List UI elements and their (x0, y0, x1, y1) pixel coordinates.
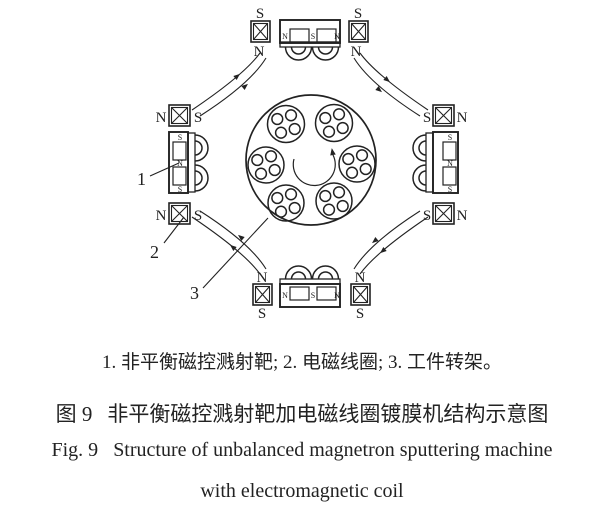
workpiece-holder (247, 146, 285, 184)
magnetron-target-right (412, 131, 459, 194)
pole-label: N (457, 110, 468, 126)
magnet-label: N (447, 159, 453, 168)
field-line-top-right (353, 52, 429, 117)
workpiece-holders (247, 103, 376, 222)
field-line-top-left (191, 52, 267, 117)
workpiece-holder (338, 145, 376, 183)
sputtering-machine-diagram: S N S N N S S N N S S N N S N S N S N N … (137, 6, 468, 322)
pole-label: N (351, 44, 362, 60)
figure-number-en: Fig. 9 (51, 439, 99, 461)
callout-numbers: 1 2 3 (137, 169, 199, 303)
magnetron-target-top (279, 19, 341, 61)
target-magnet-labels: N S N N S N S N S S N S (177, 32, 453, 300)
pole-label: N (355, 270, 366, 286)
coil-bottom-left (252, 283, 273, 306)
workpiece-holder (315, 182, 353, 220)
pole-label: S (194, 110, 202, 126)
magnet-label: S (311, 291, 315, 300)
coil-right-top (432, 104, 455, 127)
figure-number-zh: 图 9 (55, 402, 93, 426)
coil-bottom-right (350, 283, 371, 306)
magnet-label: N (334, 291, 340, 300)
figure-caption-zh: 图 9 非平衡磁控溅射靶加电磁线圈镀膜机结构示意图 (0, 398, 604, 428)
magnet-label: N (282, 32, 288, 41)
leader-holder (202, 217, 269, 289)
magnet-label: S (448, 133, 452, 142)
figure-title-zh: 非平衡磁控溅射靶加电磁线圈镀膜机结构示意图 (107, 402, 549, 426)
leader-target (149, 162, 180, 177)
coil-top-right (348, 20, 369, 43)
workpiece-holder (267, 184, 305, 222)
figure-caption-en: Fig. 9 Structure of unbalanced magnetron … (0, 439, 604, 462)
pole-label: N (156, 208, 167, 224)
coil-left-top (168, 104, 191, 127)
coil-pole-labels: S N S N N S S N N S S N N S N S (156, 6, 468, 322)
pole-label: N (457, 208, 468, 224)
magnet-label: S (311, 32, 315, 41)
magnet-label: N (177, 159, 183, 168)
callout-leaders (149, 162, 269, 289)
magnet-label: N (334, 32, 340, 41)
pole-label: N (156, 110, 167, 126)
figure-caption-en-cont: with electromagnetic coil (200, 480, 404, 502)
coil-left-bottom (168, 202, 191, 225)
leader-coil (163, 216, 185, 244)
magnet-label: S (178, 185, 182, 194)
workpiece-holder (314, 103, 354, 143)
magnet-label: S (178, 133, 182, 142)
magnet-label: N (282, 291, 288, 300)
magnetron-target-bottom (279, 265, 341, 308)
pole-label: S (256, 6, 264, 22)
pole-label: S (354, 6, 362, 22)
magnetron-target-left (168, 131, 209, 194)
vacuum-chamber-circle (245, 94, 377, 226)
figure-legend: 1. 非平衡磁控溅射靶; 2. 电磁线圈; 3. 工件转架。 (101, 352, 503, 373)
pole-label: S (423, 110, 431, 126)
rotation-arrow (292, 148, 336, 187)
field-lines (191, 52, 429, 275)
pole-label: S (356, 306, 364, 322)
coil-right-bottom (432, 202, 455, 225)
coil-top-left (250, 20, 271, 43)
callout-1: 1 (137, 169, 146, 189)
callout-2: 2 (150, 242, 159, 262)
pole-label: S (258, 306, 266, 322)
coil-symbols (168, 20, 455, 306)
field-line-bottom-left (191, 210, 267, 275)
field-line-bottom-right (353, 210, 429, 275)
workpiece-holder (266, 104, 306, 144)
figure-title-en: Structure of unbalanced magnetron sputte… (113, 439, 553, 461)
pole-label: S (423, 208, 431, 224)
callout-3: 3 (190, 283, 199, 303)
pole-label: N (257, 270, 268, 286)
magnet-label: S (448, 185, 452, 194)
pole-label: N (254, 44, 265, 60)
pole-label: S (194, 208, 202, 224)
